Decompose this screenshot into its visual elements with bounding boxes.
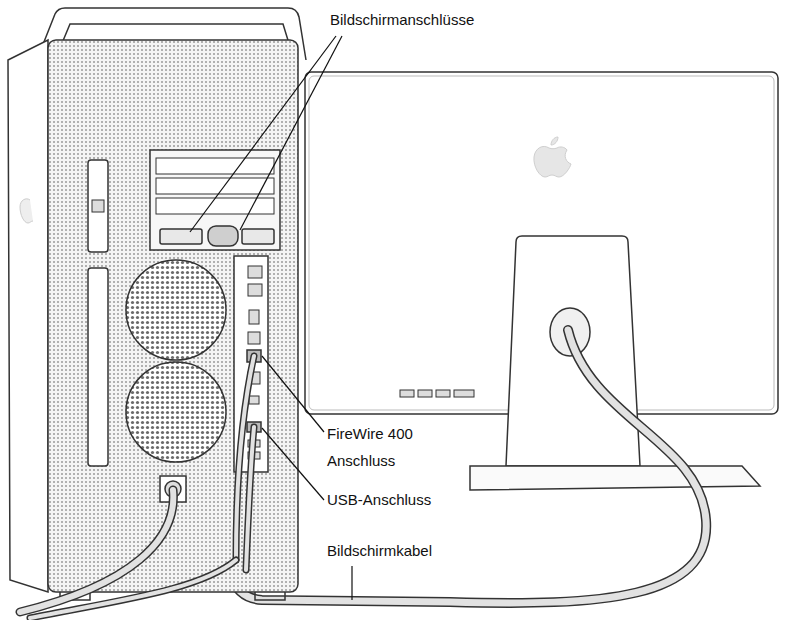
cables — [20, 356, 254, 618]
mac-pro-tower-part — [248, 332, 260, 344]
leader-lines — [190, 36, 352, 600]
monitor-part — [418, 390, 432, 397]
monitor-part — [400, 390, 414, 397]
monitor-part — [534, 137, 571, 177]
mac-pro-tower-part — [126, 362, 226, 462]
leader-lines-part — [262, 428, 324, 500]
mac-pro-tower-part — [249, 396, 259, 404]
mac-pro-tower-part — [156, 158, 274, 174]
mac-pro-tower-part — [88, 160, 108, 252]
mac-pro-tower-part — [156, 178, 274, 194]
cables-part — [30, 560, 236, 618]
mac-pro-tower-part — [248, 284, 262, 296]
leader-lines-part — [190, 36, 336, 232]
leader-lines-part — [240, 36, 342, 230]
monitor-part — [454, 390, 474, 397]
cables-part — [246, 427, 254, 570]
cables-part — [246, 427, 254, 570]
cables-part — [30, 560, 236, 618]
mac-pro-tower-part — [248, 266, 262, 278]
mac-pro-tower-part — [150, 150, 280, 250]
callout-label: Bildschirmkabel — [327, 537, 467, 564]
mac-pro-tower-part — [88, 268, 108, 466]
mac-pro-tower-part — [92, 200, 104, 212]
callout-label: Bildschirmanschlüsse — [330, 6, 530, 33]
mac-pro-tower-part — [20, 199, 33, 223]
mac-pro-tower-part — [8, 40, 48, 592]
mac-pro-tower-part — [208, 226, 238, 246]
monitor-part — [436, 390, 450, 397]
callout-label: USB-Anschluss — [327, 486, 467, 513]
mac-pro-tower — [8, 8, 306, 600]
mac-pro-tower-part — [249, 310, 259, 324]
leader-lines-part — [351, 566, 352, 600]
monitor-part — [470, 466, 760, 490]
leader-lines-part — [262, 356, 324, 432]
mac-pro-tower-part — [156, 198, 274, 214]
callout-label: FireWire 400 Anschluss — [327, 420, 427, 474]
mac-pro-tower-part — [242, 229, 274, 244]
mac-pro-tower-part — [160, 229, 202, 244]
monitor — [305, 72, 778, 490]
mac-pro-tower-part — [60, 592, 285, 600]
mac-pro-tower-part — [126, 260, 226, 360]
